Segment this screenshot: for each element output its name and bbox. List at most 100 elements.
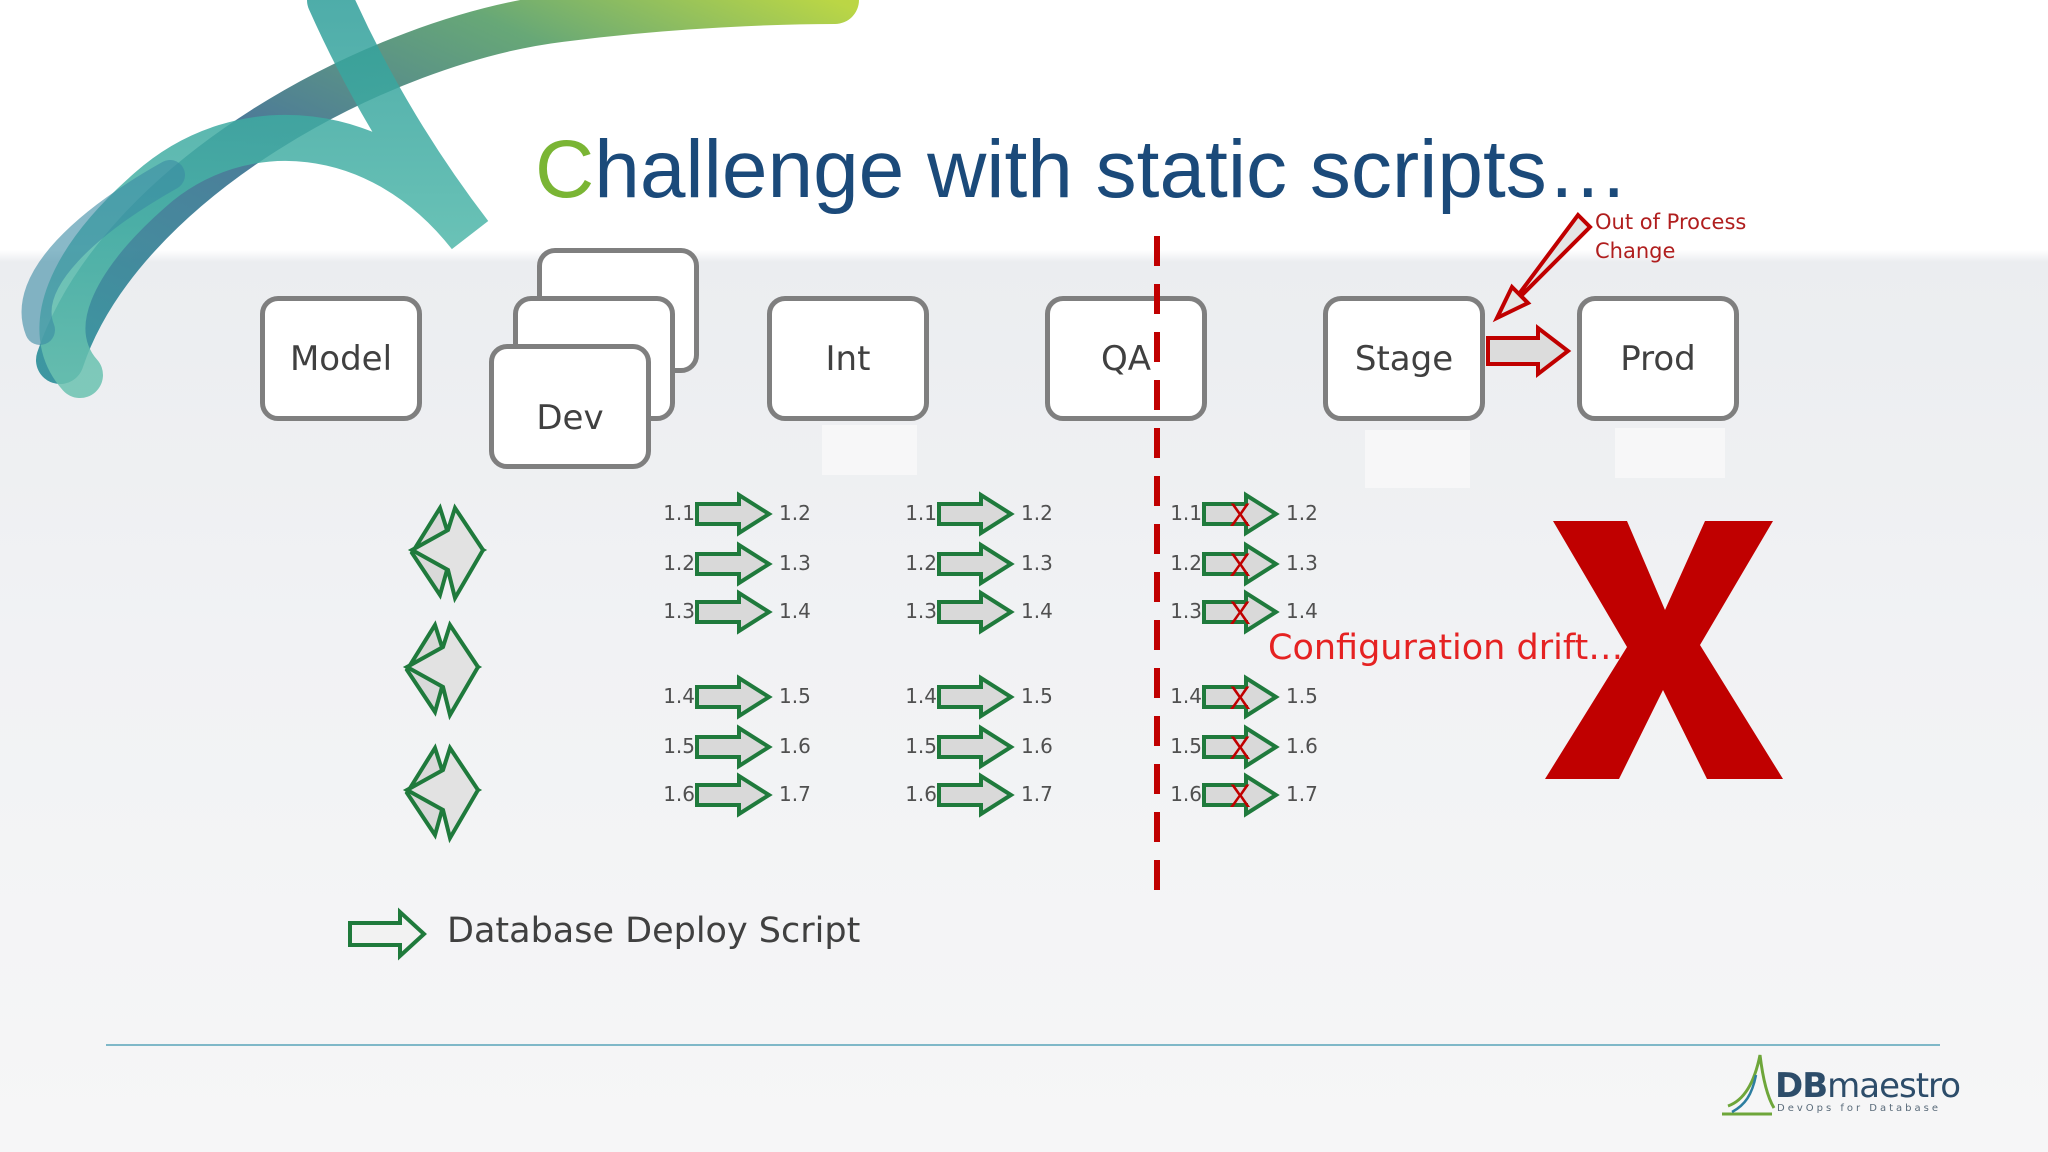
out-of-process-label: Out of Process Change <box>1595 208 1746 266</box>
version-to: 1.3 <box>1021 551 1053 575</box>
version-to: 1.7 <box>779 782 811 806</box>
env-box-dev: Dev <box>489 344 651 469</box>
version-to: 1.5 <box>1286 684 1318 708</box>
ghost-block <box>822 425 917 475</box>
out-of-process-line1: Out of Process <box>1595 210 1747 234</box>
version-to: 1.7 <box>1021 782 1053 806</box>
deploy-arrow-qa-stage <box>1202 772 1280 818</box>
logo-bold: DB <box>1775 1066 1828 1106</box>
version-from: 1.6 <box>1170 782 1202 806</box>
deploy-arrow-qa-stage <box>1202 724 1280 770</box>
version-from: 1.3 <box>1170 599 1202 623</box>
title-rest: hallenge with static scripts… <box>594 124 1629 215</box>
env-box-qa: QA <box>1045 296 1207 421</box>
failed-x-icon: X <box>1229 680 1250 716</box>
version-to: 1.3 <box>779 551 811 575</box>
logo-wordmark: DBmaestro <box>1775 1066 1961 1106</box>
version-to: 1.4 <box>1021 599 1053 623</box>
logo-tagline: DevOps for Database <box>1777 1103 1942 1114</box>
version-from: 1.5 <box>663 734 695 758</box>
env-box-stage: Stage <box>1323 296 1485 421</box>
version-to: 1.5 <box>1021 684 1053 708</box>
big-red-x-icon <box>1545 521 1783 779</box>
version-from: 1.6 <box>905 782 937 806</box>
version-from: 1.4 <box>1170 684 1202 708</box>
version-from: 1.5 <box>905 734 937 758</box>
deploy-arrow-dev-int <box>695 772 773 818</box>
ghost-block <box>1365 430 1470 488</box>
version-to: 1.5 <box>779 684 811 708</box>
legend-arrow-icon <box>348 907 427 961</box>
deploy-arrow-dev-int <box>695 491 773 537</box>
failed-x-icon: X <box>1229 497 1250 533</box>
version-to: 1.2 <box>1286 501 1318 525</box>
version-from: 1.6 <box>663 782 695 806</box>
failed-x-icon: X <box>1229 778 1250 814</box>
deploy-arrow-int-qa <box>937 589 1015 635</box>
legend-label: Database Deploy Script <box>447 911 861 951</box>
logo-mark-icon-2 <box>1731 1074 1758 1114</box>
bidirectional-arrows <box>402 503 488 844</box>
deploy-arrow-qa-stage <box>1202 491 1280 537</box>
configuration-drift-label: Configuration drift… <box>1268 628 1624 668</box>
env-label-model: Model <box>289 338 393 379</box>
version-from: 1.2 <box>905 551 937 575</box>
version-from: 1.2 <box>1170 551 1202 575</box>
env-label-int: Int <box>825 338 871 379</box>
deploy-arrow-int-qa <box>937 491 1015 537</box>
version-from: 1.1 <box>663 501 695 525</box>
version-from: 1.2 <box>663 551 695 575</box>
deploy-arrow-qa-stage <box>1202 541 1280 587</box>
deploy-arrow-dev-int <box>695 589 773 635</box>
version-to: 1.3 <box>1286 551 1318 575</box>
deploy-arrow-int-qa <box>937 541 1015 587</box>
deploy-arrow-dev-int <box>695 541 773 587</box>
version-from: 1.4 <box>663 684 695 708</box>
deploy-arrow-dev-int <box>695 674 773 720</box>
stage-to-prod-arrow <box>1486 323 1572 379</box>
double-arrow-3b <box>402 743 481 844</box>
env-label-qa: QA <box>1100 338 1152 379</box>
deploy-arrow-int-qa <box>937 724 1015 770</box>
slide-title: Challenge with static scripts… <box>535 120 1629 220</box>
out-of-process-arrow <box>1492 211 1593 323</box>
version-to: 1.4 <box>779 599 811 623</box>
env-box-model: Model <box>260 296 422 421</box>
version-to: 1.7 <box>1286 782 1318 806</box>
title-initial: C <box>535 124 595 215</box>
failed-x-icon: X <box>1229 730 1250 766</box>
deploy-arrow-int-qa <box>937 674 1015 720</box>
ghost-block <box>1615 428 1725 478</box>
version-from: 1.5 <box>1170 734 1202 758</box>
deploy-arrow-dev-int <box>695 724 773 770</box>
deploy-arrow-qa-stage <box>1202 674 1280 720</box>
version-from: 1.3 <box>905 599 937 623</box>
version-from: 1.3 <box>663 599 695 623</box>
version-to: 1.2 <box>1021 501 1053 525</box>
env-label-stage: Stage <box>1354 338 1454 379</box>
version-to: 1.2 <box>779 501 811 525</box>
version-from: 1.4 <box>905 684 937 708</box>
version-to: 1.6 <box>1286 734 1318 758</box>
logo-light: maestro <box>1827 1066 1961 1106</box>
failed-x-icon: X <box>1229 595 1250 631</box>
version-to: 1.6 <box>1021 734 1053 758</box>
env-label-prod: Prod <box>1620 338 1696 379</box>
deploy-arrow-int-qa <box>937 772 1015 818</box>
version-from: 1.1 <box>905 501 937 525</box>
env-box-prod: Prod <box>1577 296 1739 421</box>
logo-mark-icon <box>1722 1054 1776 1116</box>
out-of-process-line2: Change <box>1595 239 1676 263</box>
env-label-dev: Dev <box>536 398 604 438</box>
failed-x-icon: X <box>1229 547 1250 583</box>
version-to: 1.6 <box>779 734 811 758</box>
double-arrow-2b <box>402 620 481 721</box>
version-to: 1.4 <box>1286 599 1318 623</box>
double-arrow-1b <box>407 503 486 604</box>
deploy-arrow-qa-stage <box>1202 589 1280 635</box>
env-box-int: Int <box>767 296 929 421</box>
version-from: 1.1 <box>1170 501 1202 525</box>
